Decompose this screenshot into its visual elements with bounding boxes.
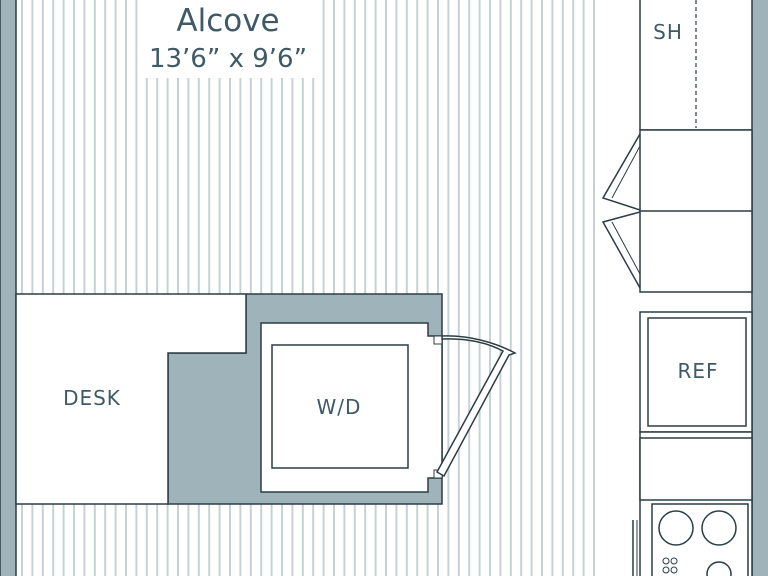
room-label: Alcove 13’6” x 9’6” xyxy=(138,0,320,78)
bifold-door-upper-inner xyxy=(611,145,641,199)
left-wall xyxy=(0,0,17,576)
room-dimensions: 13’6” x 9’6” xyxy=(149,44,307,74)
knob-icon xyxy=(662,557,670,565)
burner-icon xyxy=(706,561,732,576)
right-wall xyxy=(751,0,768,576)
knob-icon xyxy=(662,566,670,574)
washer-dryer-label: W/D xyxy=(317,395,362,419)
burner-icon xyxy=(701,510,737,546)
desk-laundry-block xyxy=(15,293,517,505)
refrigerator-label: REF xyxy=(677,359,718,383)
desk-label: DESK xyxy=(63,386,121,410)
knob-icon xyxy=(670,557,678,565)
knob-icon xyxy=(670,566,678,574)
shower-label: SH xyxy=(653,20,683,44)
desk xyxy=(15,293,247,505)
refrigerator xyxy=(639,311,753,433)
room-name: Alcove xyxy=(176,3,279,39)
burner-icon xyxy=(658,510,694,546)
washer-dryer xyxy=(271,344,409,469)
laundry-door[interactable] xyxy=(435,335,517,478)
bifold-door-lower[interactable] xyxy=(601,211,641,289)
bifold-door-lower-inner xyxy=(611,221,641,275)
bifold-door-upper[interactable] xyxy=(601,133,641,211)
kitchen-counter xyxy=(632,431,753,576)
closet xyxy=(601,129,753,293)
